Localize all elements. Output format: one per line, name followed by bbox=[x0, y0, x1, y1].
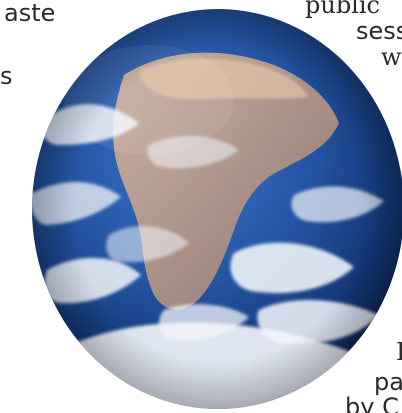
text-fragment-right-2: sess bbox=[356, 17, 402, 45]
text-fragment-right-6: by C bbox=[345, 393, 399, 413]
text-fragment-right-4: I bbox=[396, 338, 402, 366]
text-fragment-left-mid: s bbox=[0, 62, 13, 90]
text-fragment-right-5: pa bbox=[374, 368, 402, 396]
text-fragment-left-top: aste bbox=[4, 0, 56, 27]
earth-globe-image bbox=[32, 9, 402, 409]
text-fragment-right-1: public bbox=[305, 0, 380, 19]
text-fragment-right-3: w bbox=[381, 43, 402, 71]
